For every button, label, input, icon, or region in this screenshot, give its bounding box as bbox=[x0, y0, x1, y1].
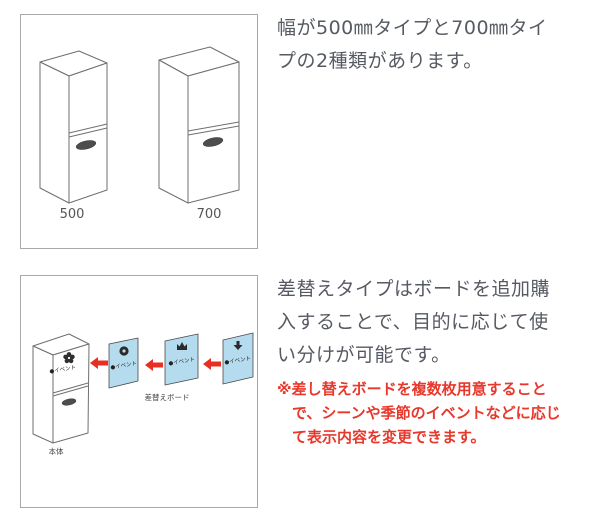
cabinet-500-label: 500 bbox=[60, 207, 85, 222]
note-line: ※差し替えボードを複数枚用意すること bbox=[277, 380, 547, 398]
note-line: て表示内容を変更できます。 bbox=[292, 428, 486, 446]
main-cabinet-drawing: ●イベント bbox=[32, 333, 90, 444]
replacement-board: ●イベント bbox=[164, 333, 199, 386]
door-handle-icon bbox=[61, 398, 77, 406]
left-arrow-icon bbox=[203, 358, 221, 370]
replacement-boards-label: 差替えボード bbox=[145, 392, 190, 402]
arrow-down-icon bbox=[233, 341, 243, 350]
replacement-board: ●イベント bbox=[108, 337, 139, 389]
note-line: で、シーンや季節のイベントなどに応じ bbox=[292, 404, 561, 422]
replace-type-note: ※差し替えボードを複数枚用意すること で、シーンや季節のイベントなどに応じ て表… bbox=[277, 377, 597, 449]
replace-board-figure-box: ●イベント 本体 ●イベント ●イベント bbox=[20, 275, 258, 508]
cabinet-sign-text: ●イベント bbox=[49, 364, 77, 375]
replacement-board: ●イベント bbox=[222, 332, 254, 385]
door-handle-icon bbox=[75, 140, 97, 150]
replace-type-description: 差替えタイプはボードを追加購 入することで、目的に応じて使 い分けが可能です。 bbox=[277, 273, 597, 372]
main-cabinet-label: 本体 bbox=[49, 446, 64, 456]
cabinet-700-label: 700 bbox=[197, 207, 222, 222]
left-arrow-icon bbox=[145, 359, 163, 371]
description-line: 幅が500㎜タイプと700㎜タイ bbox=[277, 17, 548, 39]
cabinet-700-drawing bbox=[158, 46, 240, 204]
board-sign-text: ●イベント bbox=[224, 355, 252, 366]
replace-board-figure: ●イベント 本体 ●イベント ●イベント bbox=[32, 332, 254, 456]
door-handle-icon bbox=[202, 137, 224, 147]
wreath-icon bbox=[119, 346, 129, 356]
description-line: 差替えタイプはボードを追加購 bbox=[277, 278, 551, 300]
description-line: い分けが可能です。 bbox=[277, 344, 451, 366]
board-sign-text: ●イベント bbox=[110, 360, 138, 371]
width-types-figure-box: 500 700 bbox=[20, 14, 258, 249]
description-line: プの2種類があります。 bbox=[277, 50, 483, 72]
flower-icon bbox=[63, 352, 75, 364]
description-line: 入することで、目的に応じて使 bbox=[277, 311, 549, 333]
cabinet-500-drawing bbox=[39, 50, 108, 204]
board-sign-text: ●イベント bbox=[168, 356, 196, 367]
width-comparison-figure: 500 700 bbox=[39, 46, 240, 222]
width-types-description: 幅が500㎜タイプと700㎜タイ プの2種類があります。 bbox=[277, 12, 597, 78]
crown-icon bbox=[177, 342, 187, 350]
left-arrow-icon bbox=[90, 357, 108, 369]
